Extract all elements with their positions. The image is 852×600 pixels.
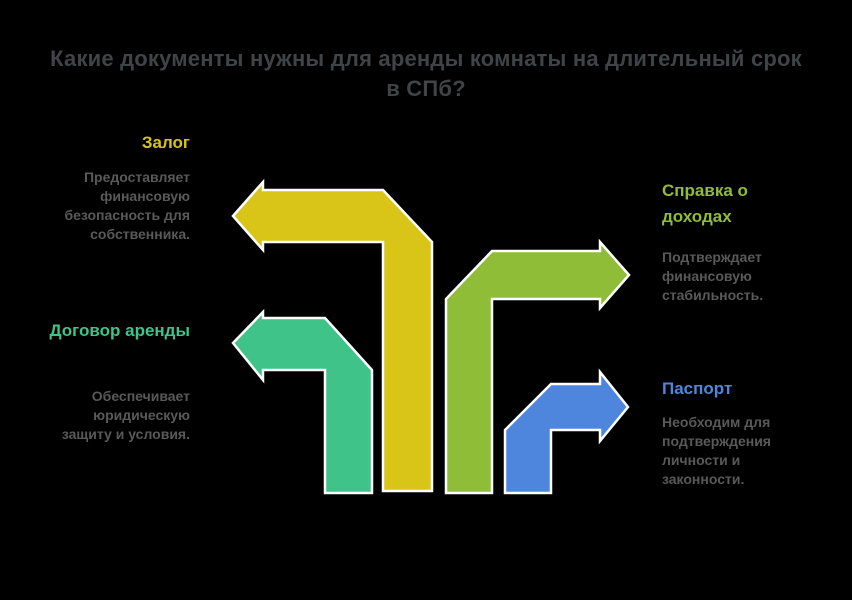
passport-heading: Паспорт (662, 379, 733, 398)
contract-heading: Договор аренды (49, 321, 190, 340)
deposit-arrow (231, 178, 434, 493)
deposit-heading: Залог (141, 133, 190, 152)
income-description: Подтверждает финансовую стабильность. (662, 249, 764, 303)
page-title: Какие документы нужны для аренды комнаты… (50, 46, 802, 101)
contract-description: Обеспечивает юридическую защиту и услови… (61, 388, 190, 442)
income-heading: Справка о доходах (662, 181, 748, 226)
income-arrow (444, 238, 631, 495)
deposit-description: Предоставляет финансовую безопасность дл… (64, 169, 190, 242)
passport-description: Необходим для подтверждения личности и з… (662, 414, 771, 487)
contract-arrow (231, 308, 374, 495)
passport-arrow (503, 368, 630, 495)
